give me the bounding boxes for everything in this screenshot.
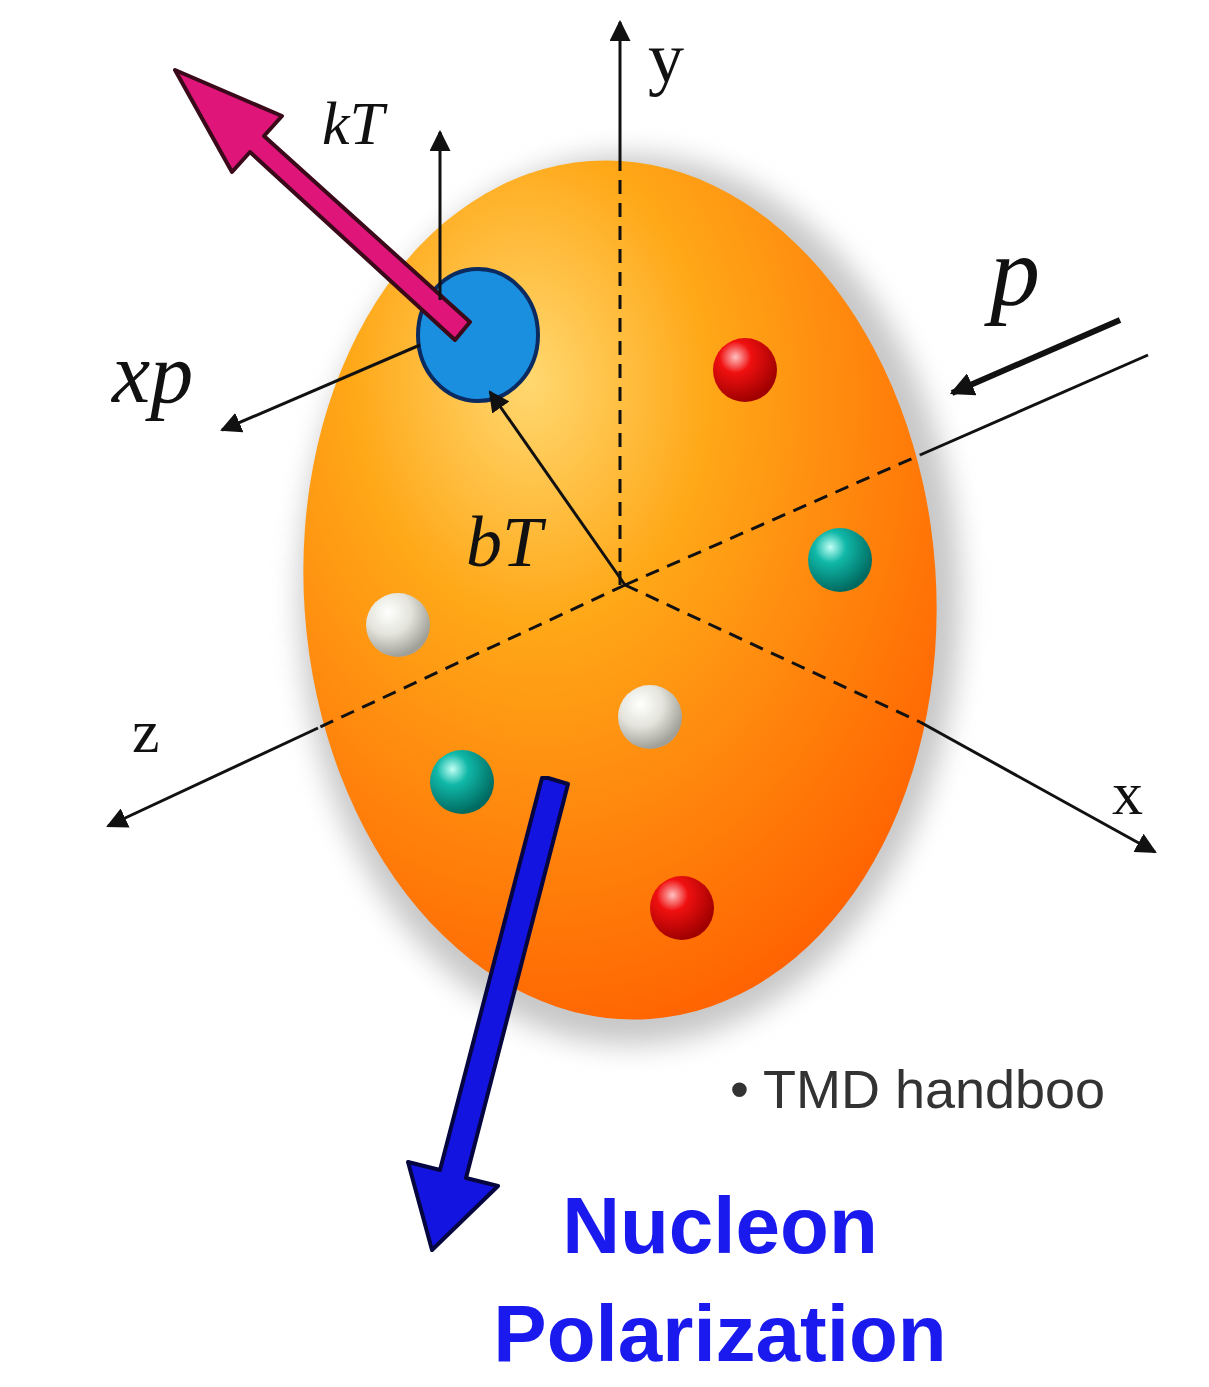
parton-spin-arrow bbox=[175, 70, 470, 340]
vector-label: bT bbox=[466, 506, 542, 578]
quarks bbox=[366, 338, 872, 940]
vector-label: p bbox=[990, 222, 1040, 322]
reference-note: • TMD handboo bbox=[730, 1062, 1105, 1116]
axis-label: x bbox=[1112, 762, 1143, 824]
axes-dashed bbox=[318, 168, 920, 728]
vector-arrows bbox=[222, 132, 625, 585]
axis-label: y bbox=[648, 22, 684, 94]
polarization-arrow bbox=[408, 778, 568, 1250]
axis-label: z bbox=[132, 700, 160, 762]
nucleon-body bbox=[275, 139, 965, 1041]
axes-solid bbox=[108, 22, 1155, 852]
momentum-arrow bbox=[952, 320, 1120, 393]
vector-label: xp bbox=[112, 330, 193, 416]
vector-label: kT bbox=[322, 92, 384, 154]
polarization-label: Nucleon Polarization bbox=[360, 1172, 1080, 1387]
